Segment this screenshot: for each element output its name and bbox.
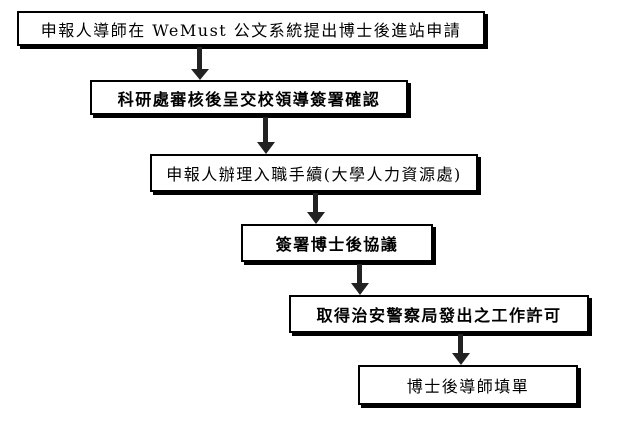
flow-step-4-text: 簽署博士後協議 (275, 235, 399, 254)
flow-arrow-5 (452, 334, 470, 365)
flow-step-1-text: 申報人導師在 WeMust 公文系統提出博士後進站申請 (40, 20, 462, 40)
flow-step-4: 簽署博士後協議 (241, 224, 433, 262)
flow-arrow-3 (307, 193, 325, 224)
flow-step-5-text: 取得治安警察局發出之工作許可 (316, 306, 562, 325)
flow-step-6: 博士後導師填單 (358, 365, 578, 405)
flow-arrow-1 (191, 47, 209, 80)
flow-step-3-text: 申報人辦理入職手續(大學人力資源處) (166, 165, 462, 184)
flow-step-2: 科研處審核後呈交校領導簽署確認 (90, 80, 408, 115)
flow-step-5: 取得治安警察局發出之工作許可 (289, 295, 589, 333)
flow-step-2-text: 科研處審核後呈交校領導簽署確認 (117, 89, 381, 109)
flow-arrow-2 (257, 117, 275, 154)
flow-arrow-4 (351, 264, 369, 295)
flow-step-6-text: 博士後導師填單 (406, 377, 530, 396)
flow-step-1: 申報人導師在 WeMust 公文系統提出博士後進站申請 (17, 11, 485, 46)
flow-step-3: 申報人辦理入職手續(大學人力資源處) (150, 154, 478, 192)
